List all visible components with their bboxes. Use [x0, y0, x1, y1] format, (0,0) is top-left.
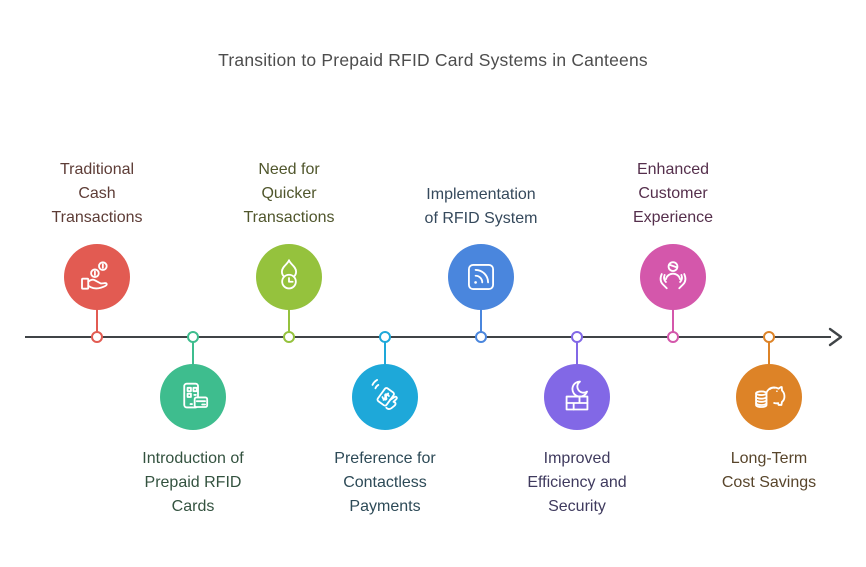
connector-stem	[576, 337, 578, 365]
firewall-icon	[565, 380, 589, 411]
milestone-icon-circle	[256, 244, 322, 310]
milestone-icon-circle	[448, 244, 514, 310]
connector-stem	[480, 309, 482, 337]
piggy-bank-icon	[755, 386, 786, 408]
milestone-label: Implementation of RFID System	[424, 186, 538, 227]
connector-stem	[192, 337, 194, 365]
milestone-enhanced-customer-experience: Enhanced Customer Experience	[593, 0, 753, 567]
milestone-label: Need for Quicker Transactions	[243, 161, 335, 226]
milestone-label: Introduction of Prepaid RFID Cards	[142, 450, 244, 515]
timeline-dot	[571, 331, 583, 343]
hand-coins-icon	[81, 261, 108, 290]
milestone-preference-for-contactless-payments: Preference for Contactless Payments	[305, 0, 465, 567]
milestone-icon-circle	[640, 244, 706, 310]
milestone-need-for-quicker-transactions: Need for Quicker Transactions	[209, 0, 369, 567]
milestone-icon-circle	[544, 364, 610, 430]
page-title: Transition to Prepaid RFID Card Systems …	[218, 50, 648, 70]
milestone-traditional-cash-transactions: Traditional Cash Transactions	[17, 0, 177, 567]
connector-stem	[96, 309, 98, 337]
phone-card-icon	[183, 382, 209, 409]
milestone-label: Long-Term Cost Savings	[721, 450, 817, 491]
milestone-introduction-of-prepaid-rfid-cards: Introduction of Prepaid RFID Cards	[113, 0, 273, 567]
flame-clock-icon	[281, 259, 297, 290]
milestone-icon-circle	[352, 364, 418, 430]
milestone-icon-circle	[160, 364, 226, 430]
arrowhead-icon	[828, 327, 843, 347]
connector-stem	[768, 337, 770, 365]
connector-stem	[672, 309, 674, 337]
timeline-dot	[379, 331, 391, 343]
timeline-dot	[667, 331, 679, 343]
timeline-line	[25, 336, 831, 338]
milestone-label: Traditional Cash Transactions	[51, 161, 143, 226]
timeline-dot	[187, 331, 199, 343]
milestone-label: Improved Efficiency and Security	[527, 450, 627, 515]
contactless-payment-icon	[371, 379, 398, 410]
timeline-dot	[475, 331, 487, 343]
timeline-dot	[763, 331, 775, 343]
customer-care-icon	[659, 261, 687, 290]
connector-stem	[288, 309, 290, 337]
connector-stem	[384, 337, 386, 365]
milestone-label: Enhanced Customer Experience	[632, 161, 714, 226]
timeline-dot	[91, 331, 103, 343]
milestone-long-term-cost-savings: Long-Term Cost Savings	[689, 0, 849, 567]
timeline-dot	[283, 331, 295, 343]
milestone-icon-circle	[64, 244, 130, 310]
rfid-signal-icon	[468, 264, 494, 290]
milestone-label: Preference for Contactless Payments	[334, 450, 436, 515]
milestone-implementation-of-rfid-system: Implementation of RFID System	[401, 0, 561, 567]
milestone-icon-circle	[736, 364, 802, 430]
milestone-improved-efficiency-and-security: Improved Efficiency and Security	[497, 0, 657, 567]
